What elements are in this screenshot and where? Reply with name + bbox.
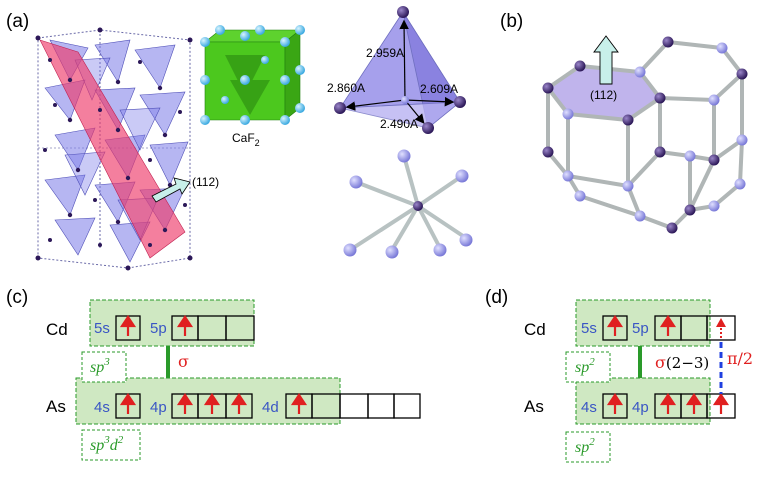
electron-arrows-d [606,315,730,414]
panel-label-a: (a) [6,11,29,32]
plane-label-a: (112) [192,175,219,189]
as-orbital-4s-d: 4s [581,399,597,416]
plane-112 [39,39,186,259]
orbital-diagram-d: Cd As 5s 5p 4s 4p σ(2−3) π/2 sp2 [524,299,753,463]
bond-length-4: 2.490A [380,117,418,131]
hexagonal-network: (112) [542,35,748,234]
electron-arrows-c [119,315,308,414]
dotted-electron-d [716,318,726,338]
as-orbital-4s: 4s [94,399,110,416]
caf2-label: CaF2 [232,131,260,148]
as-orbital-4p-d: 4p [632,399,649,416]
as-orbital-4p: 4p [150,399,167,416]
sigma-label-d: σ(2−3) [655,353,709,372]
as-hybrid-box [81,429,141,461]
cd-label-c: Cd [46,320,68,339]
cd-orbital-5s-d: 5s [581,320,597,337]
orbital-diagram-c: Cd As 5s 5p 4s 4p 4d σ sp3 sp3d2 [46,299,421,461]
network-atoms [542,36,748,234]
as-hybrid-box-d [565,431,611,463]
cd-orbital-5s: 5s [94,320,110,337]
bond-length-1: 2.959A [366,46,404,60]
as-label-c: As [46,397,66,416]
cd-orbital-5p-d: 5p [632,320,649,337]
lattice-atoms [35,27,193,271]
plane-normal-arrow-b [593,35,619,85]
cd-hybrid-label-d: sp2 [575,356,595,376]
panel-label-c: (c) [6,287,28,308]
as-orbital-4d: 4d [262,399,279,416]
caf2-atoms [200,25,305,125]
sigma-label-c: σ [178,352,189,371]
cd-hybrid-label-c: sp3 [90,356,110,376]
bond-length-tetrahedron: 2.959A 2.860A 2.609A 2.490A [327,6,466,134]
as-hybrid-label-d: sp2 [575,436,595,456]
cd-hybrid-box-d [565,351,611,383]
cd-hybrid-box [81,351,127,383]
as-label-d: As [524,397,544,416]
plane-label-b: (112) [590,88,617,102]
bond-length-2: 2.860A [327,81,365,95]
cd-label-d: Cd [524,320,546,339]
cd-hybrid-region-d [575,299,711,347]
as-hybrid-label-c: sp3d2 [90,434,124,454]
caf2-structure: CaF2 [200,25,305,148]
bond-length-3: 2.609A [420,82,458,96]
as-hybrid-region-d [575,377,711,425]
coordination-cluster [348,154,468,252]
plane-normal-arrow [151,177,191,203]
panel-label-d: (d) [485,287,508,308]
coordination-atoms [343,149,473,259]
pi-label: π/2 [727,349,753,368]
panel-label-b: (b) [500,11,523,32]
crystal-unit-cell: (112) [35,27,219,271]
cd-orbital-5p: 5p [150,320,167,337]
